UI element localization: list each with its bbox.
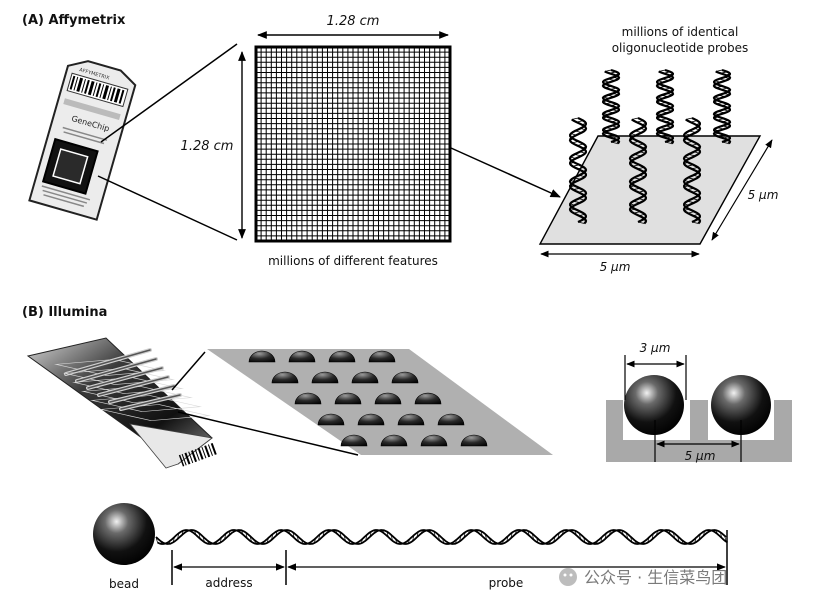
zoom-line-lower [97,175,238,241]
feature-width-label: 5 μm [600,260,631,274]
watermark-text: 公众号 · 生信菜鸟团 [584,568,727,587]
bead-spacing-label: 5 μm [685,449,716,463]
panel-a-heading: (A) Affymetrix [22,13,126,28]
well-bead-1 [624,375,684,435]
zoom-arrow-to-feature [450,147,561,198]
watermark: 公众号 · 生信菜鸟团 [559,568,727,587]
feature-depth-label: 5 μm [748,188,779,202]
bead-wells-cross-section [606,355,792,462]
features-caption: millions of different features [268,254,438,268]
chip-barcode [69,75,125,104]
zoom-line-b-lower [177,411,359,456]
slide-barcode [178,442,217,467]
bead-domes [248,350,488,447]
bead [93,503,155,565]
feature-square [538,135,762,245]
height-label: 1.28 cm [181,139,234,154]
zoom-line-upper [100,43,238,143]
wechat-icon [559,568,577,586]
bead-probe-strand [155,529,728,545]
bead-label: bead [109,577,139,591]
bead-diameter-label: 3 μm [640,341,671,355]
feature-grid [254,45,452,243]
probes-caption-line2: oligonucleotide probes [612,41,749,55]
feature-depth-arrow [711,139,773,241]
well-bead-2 [711,375,771,435]
width-label: 1.28 cm [327,14,380,29]
slide-sample-strips [53,348,212,421]
panel-b-heading: (B) Illumina [22,305,107,320]
probes-caption-line1: millions of identical [622,25,739,39]
genechip-cartridge: AFFYMETRIX GeneChip [28,60,137,221]
address-label: address [205,576,252,590]
zoom-line-b-upper [171,351,206,391]
probe-label: probe [489,576,524,590]
beadchip-slide [26,337,217,469]
oligonucleotide-probes [568,68,732,225]
